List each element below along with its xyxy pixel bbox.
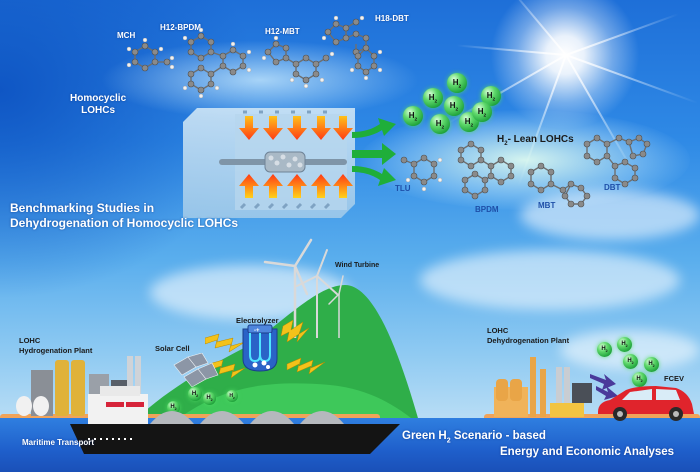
- h2-bubble: H2: [226, 390, 238, 402]
- title-line1: Benchmarking Studies in: [10, 201, 155, 215]
- molecule-dbt-icon: [583, 134, 651, 188]
- molecule-mch-icon: [126, 38, 175, 72]
- fcev-car-icon: [598, 386, 694, 421]
- solar-cell-label: Solar Cell: [155, 344, 190, 353]
- h2-bubble: H2: [632, 372, 647, 387]
- dehydrogenation-plant-icon: [494, 357, 592, 417]
- molecule-h18-dbt-icon: [322, 15, 383, 81]
- molecule-label-mch: MCH: [117, 31, 136, 40]
- h2-bubble: H2: [597, 342, 612, 357]
- wind-turbine-label: Wind Turbine: [335, 262, 380, 269]
- maritime-transport-label: Maritime Transport: [22, 438, 95, 447]
- electrolyzer-icon: -+: [242, 324, 278, 372]
- fueling-arrows-icon: [590, 374, 618, 400]
- molecule-mbt-icon: [527, 162, 591, 208]
- molecule-label-h18-dbt: H18-DBT: [375, 14, 409, 23]
- svg-text:-+: -+: [254, 328, 260, 334]
- h2-bubble: H2: [188, 387, 202, 401]
- molecule-label-tlu: TLU: [395, 184, 411, 193]
- h2-bubble: H2: [444, 96, 464, 116]
- dehydrogenation-plant-label: LOHC Dehydrogenation Plant: [487, 326, 570, 345]
- homocyclic-lohcs-label: Homocyclic LOHCs: [70, 93, 126, 117]
- h2-bubble: H2: [167, 401, 180, 414]
- h2-bubble: H2: [423, 88, 443, 108]
- h2-bubble: H2: [617, 337, 632, 352]
- molecule-label-h12-bpdm: H12-BPDM: [160, 23, 201, 32]
- h2-bubble: H2: [644, 357, 659, 372]
- molecule-label-dbt: DBT: [604, 183, 621, 192]
- molecule-bpdm-icon: [457, 140, 515, 200]
- solar-cell-icon: [173, 353, 219, 388]
- sun-icon: [490, 0, 640, 130]
- molecule-label-mbt: MBT: [538, 201, 556, 210]
- h2-bubble: H2: [430, 114, 450, 134]
- cloud: [420, 250, 680, 310]
- molecule-label-bpdm: BPDM: [475, 205, 499, 214]
- h2-bubble: H2: [481, 86, 501, 106]
- h2-bubble: H2: [472, 102, 492, 122]
- molecule-label-h12-mbt: H12-MBT: [265, 27, 300, 36]
- molecule-h12-mbt-icon: [262, 36, 335, 88]
- homocyclic-label-line2: LOHCs: [81, 105, 116, 116]
- lng-ship-icon: [70, 386, 400, 454]
- molecule-h12-bpdm-icon: [183, 28, 252, 99]
- h2-bubble: H2: [403, 106, 423, 126]
- wind-turbine-icon: [263, 238, 344, 338]
- h2-bubble: H2: [203, 392, 216, 405]
- page-title: Benchmarking Studies in Dehydrogenation …: [10, 201, 238, 231]
- electrolyzer-label: Electrolyzer: [236, 316, 279, 325]
- homocyclic-label-line1: Homocyclic: [70, 93, 127, 104]
- cloud: [520, 190, 700, 240]
- lightning-icon: [205, 320, 325, 379]
- h2-bubble: H2: [447, 73, 467, 93]
- fcev-label: FCEV: [664, 374, 685, 383]
- h2-bubble: H2: [623, 354, 638, 369]
- scenario-line2: Energy and Economic Analyses: [500, 446, 675, 458]
- scenario-line1: Green H2 Scenario - based: [402, 430, 546, 445]
- title-line2: Dehydrogenation of Homocyclic LOHCs: [10, 216, 239, 230]
- dehydrogenation-reactor: [183, 108, 355, 218]
- flow-arrows-icon: [352, 118, 396, 186]
- hydrogenation-plant-label: LOHC Hydrogenation Plant: [19, 336, 93, 355]
- molecule-tlu-icon: [400, 154, 443, 192]
- h2-lean-lohcs-label: H2- Lean LOHCs: [497, 134, 574, 147]
